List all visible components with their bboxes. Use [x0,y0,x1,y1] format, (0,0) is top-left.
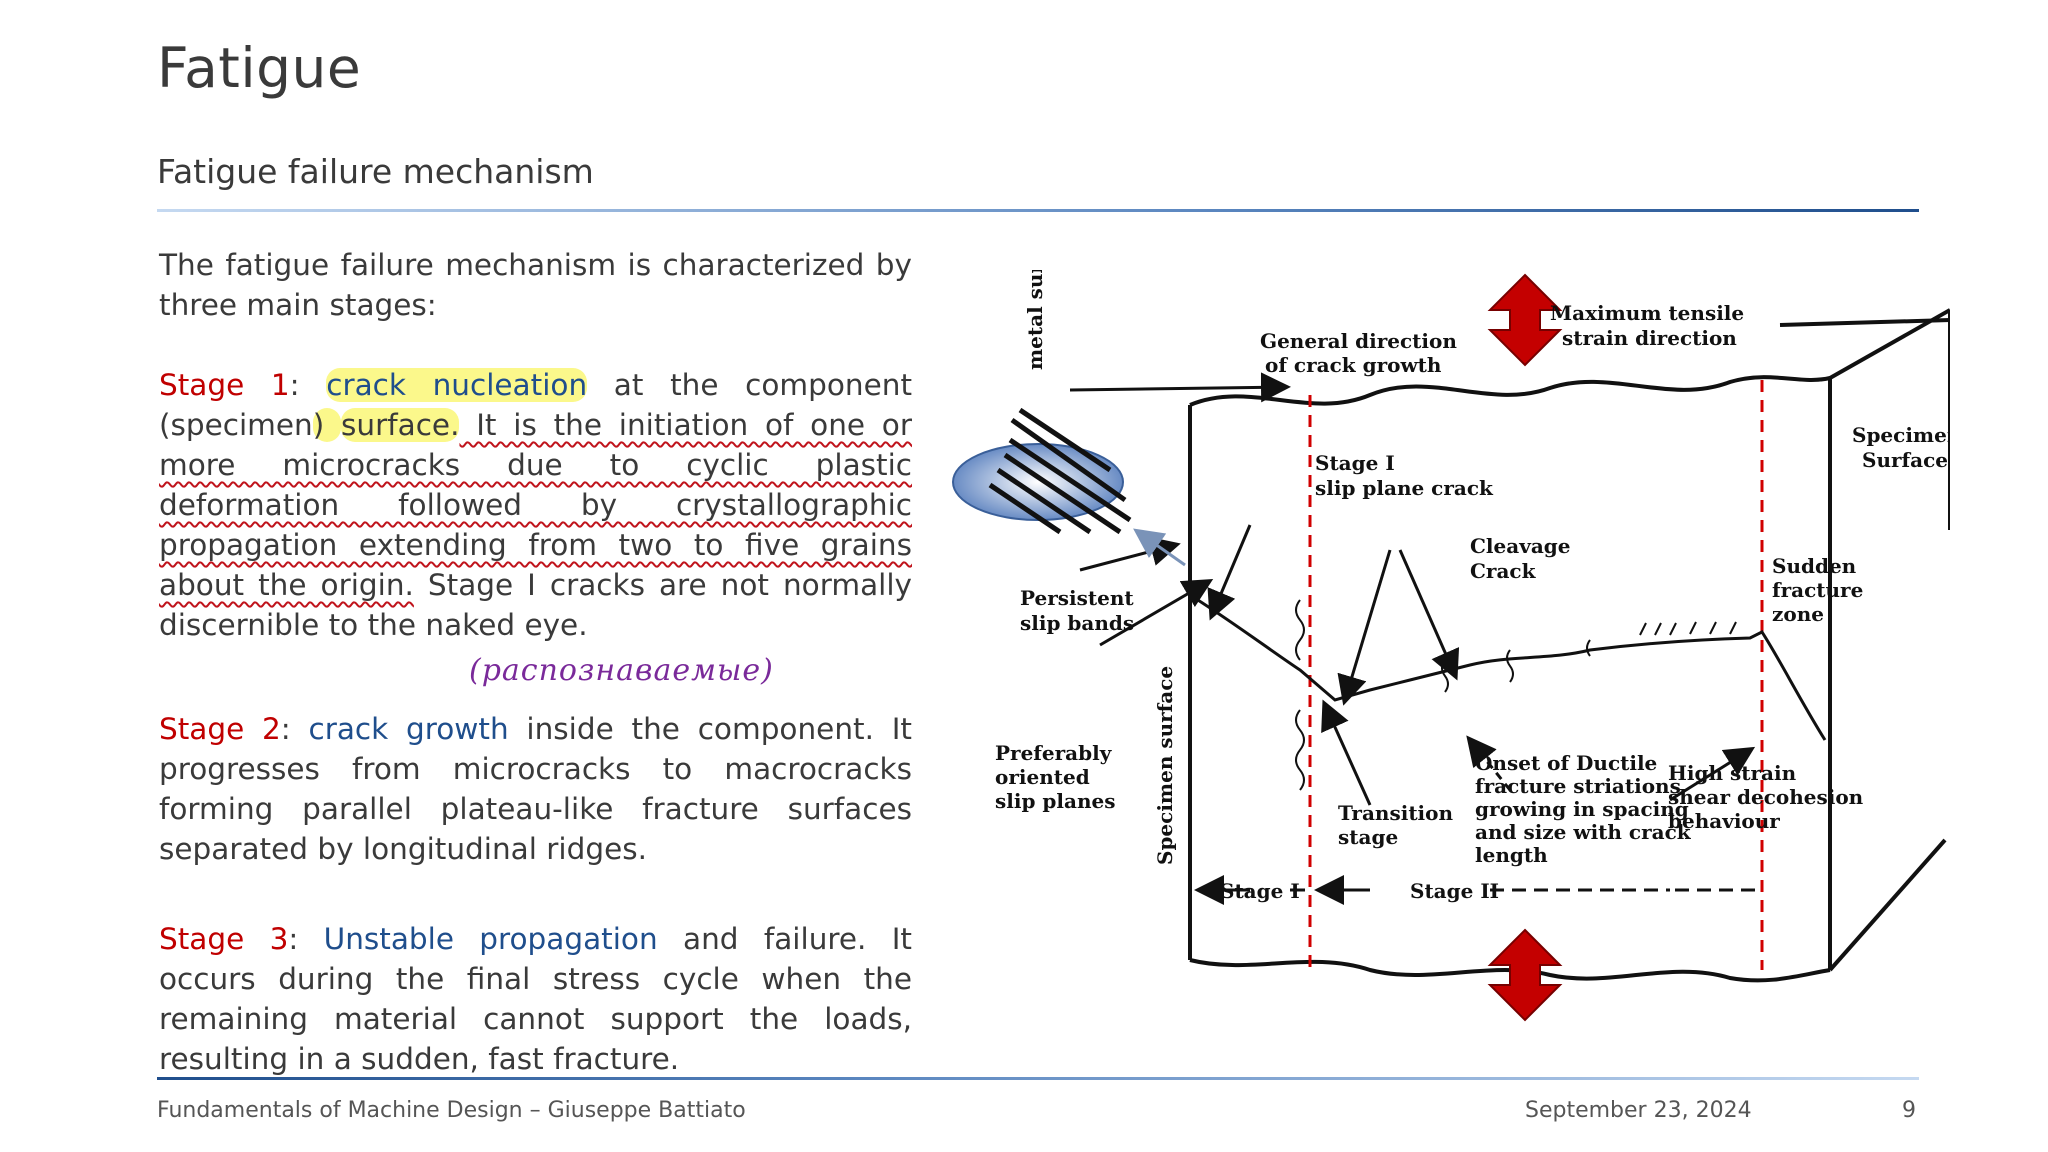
stage3-colon: : [288,922,324,956]
handwritten-annotation: (распознаваемые) [469,653,774,688]
fatigue-diagram: metal surface General direction of crack… [952,270,1950,1022]
tensile-arrow-top [1487,273,1563,367]
label-high-strain-3: behaviour [1668,809,1780,833]
blue-pointer-arrow [1133,528,1186,567]
label-onset-2: fracture striations [1475,774,1681,798]
label-sudden-3: zone [1772,602,1824,626]
label-transition-1: Transition [1338,801,1453,825]
label-stage-i: Stage I [1220,879,1300,903]
label-onset-1: Onset of Ductile [1475,751,1657,775]
stage1-text-d: It is the initiation of one or more micr… [159,408,912,602]
intro-paragraph: The fatigue failure mechanism is charact… [159,248,912,322]
label-max-tensile-2: strain direction [1562,326,1737,350]
label-onset-5: length [1475,843,1548,867]
header-divider [157,209,1919,212]
specimen-block [1188,308,1950,983]
label-sudden-1: Sudden [1772,554,1857,578]
stage2-term: crack growth [308,712,509,746]
stage2-paragraph: Stage 2: crack growth inside the compone… [159,709,912,869]
stage1-text-e: Stage I cracks are not normally discerni… [159,568,912,642]
stage1-text-a: at the component (specimen [159,368,913,442]
stage2-text: inside the component. It progresses from… [159,712,912,866]
stage1-colon: : [289,368,327,402]
label-stage1-crack-1: Stage I [1315,451,1395,475]
label-onset-4: and size with crack [1475,820,1692,844]
stage1-term: crack nucleation [326,368,588,402]
label-persistent-1: Persistent [1020,586,1134,610]
label-persistent-2: slip bands [1020,611,1134,635]
stage1-paragraph: Stage 1: crack nucleation at the compone… [159,365,912,645]
label-sudden-2: fracture [1772,578,1863,602]
stage2-colon: : [280,712,309,746]
label-stage1-crack-2: slip plane crack [1315,476,1494,500]
slide-subtitle: Fatigue failure mechanism [157,152,594,191]
footer-course: Fundamentals of Machine Design – Giusepp… [157,1098,746,1123]
stage1-text-c: surface. [341,408,460,442]
page-number: 9 [1902,1098,1916,1123]
crack-path [1189,593,1827,741]
label-cleavage-1: Cleavage [1470,534,1571,558]
slide-title: Fatigue [157,36,362,100]
stage3-text: and failure. It occurs during the final … [159,922,912,1076]
footer-date: September 23, 2024 [1525,1098,1752,1123]
stage2-label: Stage 2 [159,712,281,746]
label-high-strain-2: shear decohesion [1668,785,1864,809]
label-specimen-surface-vertical: Specimen surface [1153,666,1177,865]
label-general-direction-2: of crack growth [1265,353,1442,377]
label-specimen-surface-right-2: Surface [1862,448,1948,472]
label-metal-surface: metal surface [1023,270,1047,370]
label-max-tensile-1: Maximum tensile [1550,301,1744,325]
label-cleavage-2: Crack [1470,559,1537,583]
label-preferably-1: Preferably [995,741,1113,765]
slide-body: The fatigue failure mechanism is charact… [159,245,912,1079]
label-general-direction-1: General direction [1260,329,1457,353]
tensile-arrow-bottom [1487,928,1563,1022]
stage3-paragraph: Stage 3: Unstable propagation and failur… [159,919,912,1079]
stage3-label: Stage 3 [159,922,289,956]
label-preferably-2: oriented [995,765,1090,789]
label-transition-2: stage [1338,825,1398,849]
label-onset-3: growing in spacing [1475,797,1689,821]
stage3-term: Unstable propagation [323,922,658,956]
footer-divider [157,1077,1919,1080]
label-stage-ii: Stage II [1410,879,1499,903]
label-specimen-surface-right-1: Specimen [1852,423,1950,447]
label-preferably-3: slip planes [995,789,1115,813]
slip-band-inset [952,407,1132,535]
label-high-strain-1: High strain [1668,761,1797,785]
stage1-text-b: ) [312,408,342,442]
stage1-label: Stage 1 [159,368,290,402]
label-arrows [1069,372,1756,905]
